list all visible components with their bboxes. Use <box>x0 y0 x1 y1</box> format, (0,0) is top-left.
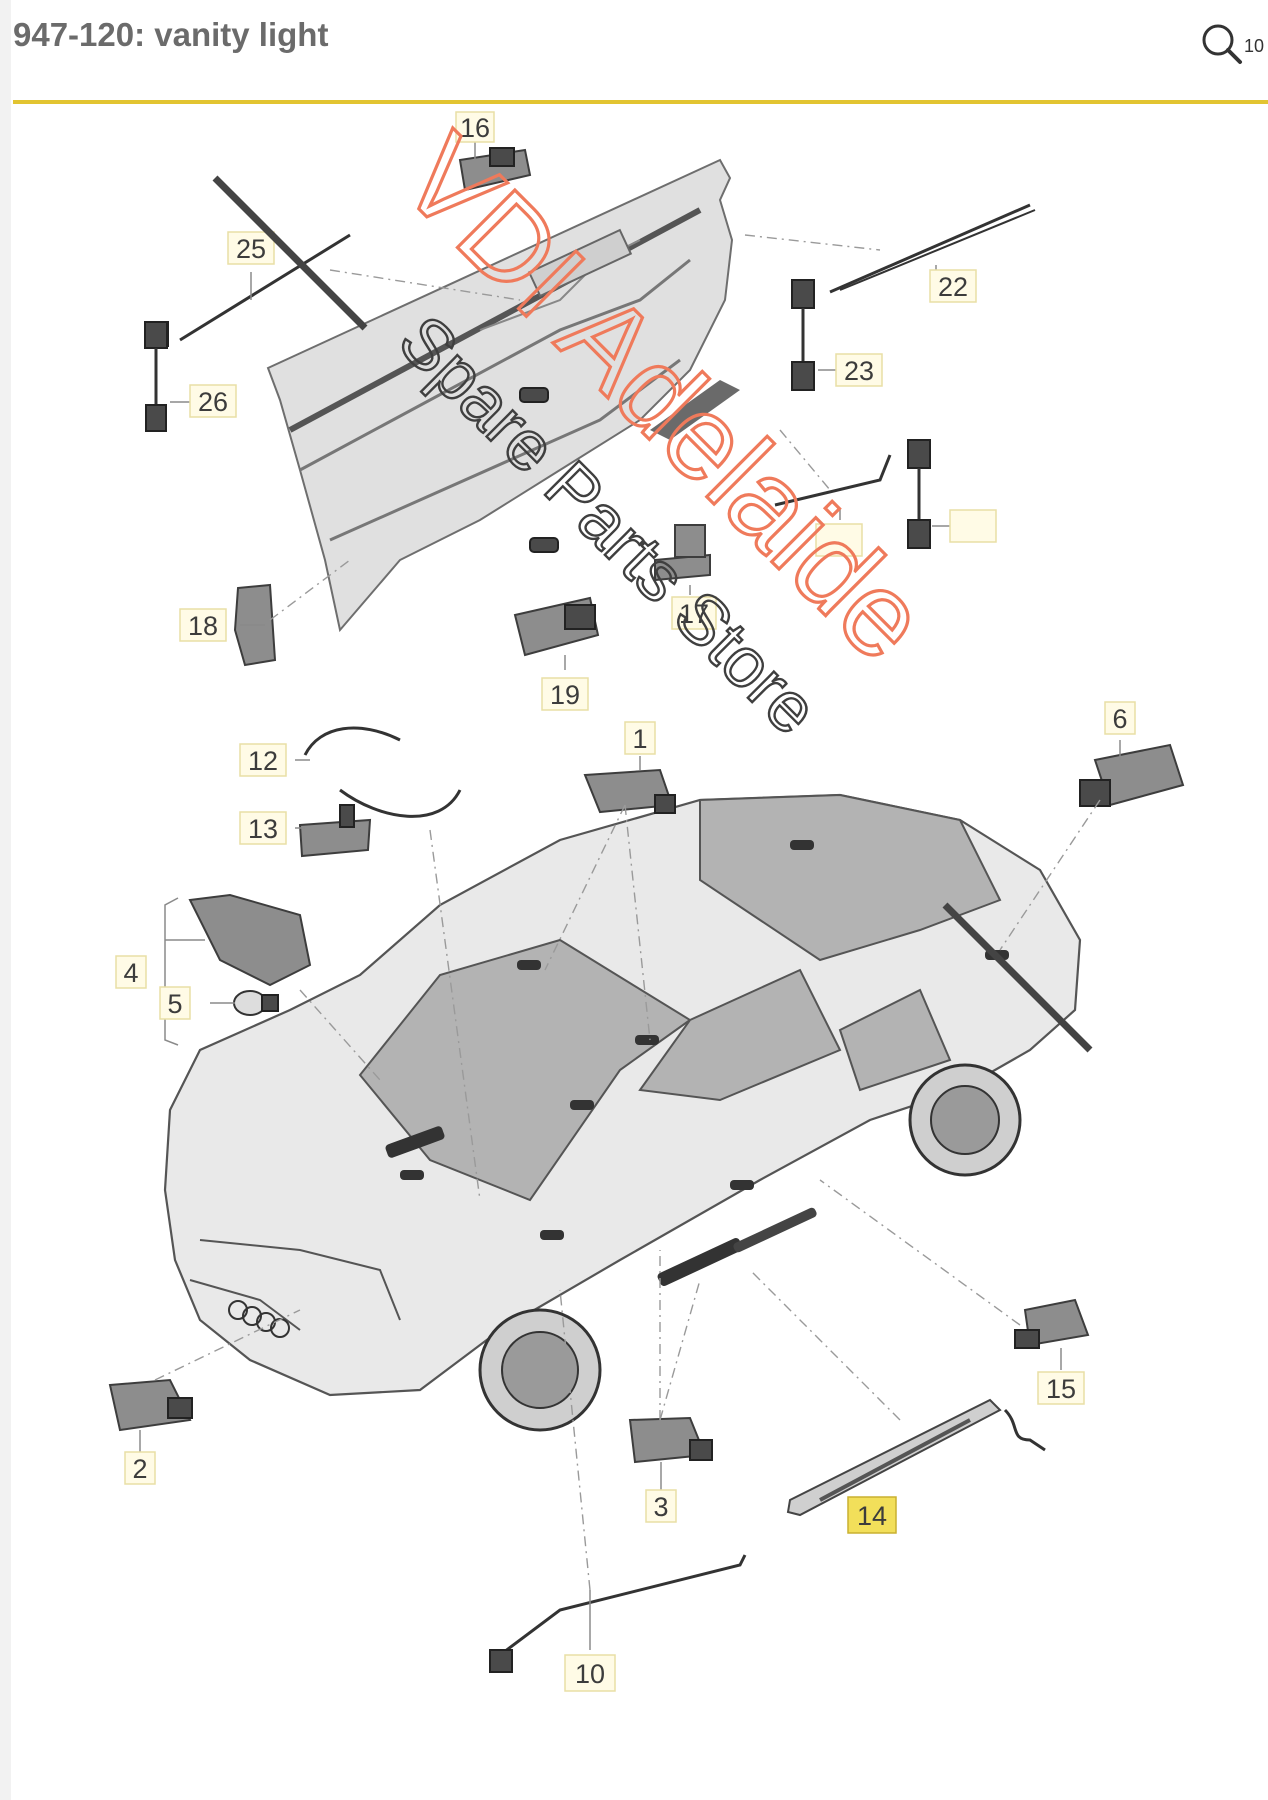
watermark-strike-top <box>212 175 368 331</box>
part-4-lamp-housing <box>188 893 312 987</box>
callout-12[interactable]: 12 <box>239 743 287 777</box>
callout-label: 17 <box>679 599 709 629</box>
callout-2[interactable]: 2 <box>124 1451 156 1485</box>
zoom-button[interactable]: 10 <box>1200 22 1264 74</box>
callout-17[interactable]: 17 <box>671 596 717 630</box>
leader-lines <box>139 140 1121 1650</box>
part-17-switch <box>654 524 711 582</box>
zoom-level: 10 <box>1244 36 1265 56</box>
callout-label: 18 <box>188 611 218 641</box>
callout-20[interactable]: 22 <box>929 269 977 303</box>
part-13-holder <box>298 804 372 858</box>
callout-16[interactable]: 16 <box>455 111 495 143</box>
page-header: 947-120: vanity light 10 <box>0 0 1268 104</box>
part-12-ring <box>303 726 462 818</box>
part-3-lamp <box>628 1416 713 1464</box>
callout-label: 6 <box>1112 704 1127 734</box>
callout-label: 23 <box>844 356 874 386</box>
callout-label: 5 <box>167 989 182 1019</box>
callout-label: 25 <box>236 234 266 264</box>
part-2-lamp <box>108 1378 193 1432</box>
part-6-lamp <box>1079 743 1185 807</box>
callout-15[interactable]: 15 <box>1037 1371 1085 1405</box>
callout-5[interactable]: 5 <box>159 986 191 1020</box>
callout-label: 19 <box>550 680 580 710</box>
part-21-wire <box>791 279 815 391</box>
callout-19[interactable]: 19 <box>541 677 589 711</box>
callout-label: 12 <box>248 746 278 776</box>
callout-label: 22 <box>938 272 968 302</box>
callout-label: 14 <box>857 1501 887 1531</box>
part-26-light-strip <box>774 454 892 507</box>
page-title: 947-120: vanity light <box>13 16 329 53</box>
callout-label: 15 <box>1046 1374 1076 1404</box>
callout-label: 3 <box>653 1492 668 1522</box>
callout-4[interactable]: 4 <box>115 955 147 989</box>
callout-label: 16 <box>460 113 490 143</box>
door-trim-panel <box>266 158 740 633</box>
callout-14[interactable]: 14 <box>847 1496 897 1534</box>
callout-1[interactable]: 1 <box>624 721 656 755</box>
callout-label: 2 <box>132 1454 147 1484</box>
callout-25[interactable] <box>949 509 997 543</box>
callout-label: 26 <box>198 387 228 417</box>
part-25-wire <box>907 439 931 549</box>
left-margin-strip <box>0 0 11 1800</box>
callout-22[interactable]: 25 <box>227 231 275 265</box>
callout-label: 1 <box>632 724 647 754</box>
header-rule <box>13 100 1268 104</box>
callout-13[interactable]: 13 <box>239 811 287 845</box>
callout-label: 13 <box>248 814 278 844</box>
watermark-strike-bottom <box>942 902 1093 1053</box>
callout-21[interactable]: 23 <box>835 353 883 387</box>
part-19-lamp <box>513 596 600 657</box>
car-body <box>163 793 1082 1432</box>
part-14-sill-strip <box>786 1398 1046 1517</box>
magnifier-icon <box>1202 24 1242 64</box>
callout-10[interactable]: 10 <box>564 1654 616 1692</box>
part-10-light-strip <box>489 1554 747 1673</box>
callout-label: 10 <box>575 1659 605 1689</box>
part-1-lamp <box>583 768 676 814</box>
callout-26[interactable] <box>815 523 863 557</box>
part-23-wire <box>144 321 168 432</box>
dashed-reference-lines <box>154 234 1101 1591</box>
part-16-switch <box>458 147 532 192</box>
part-15-lamp <box>1014 1298 1090 1349</box>
callout-label: 4 <box>123 958 138 988</box>
callout-18[interactable]: 18 <box>179 608 227 642</box>
callout-23[interactable]: 26 <box>189 384 237 418</box>
callout-6[interactable]: 6 <box>1104 701 1136 735</box>
part-20-light-strip <box>829 203 1036 294</box>
part-5-bulb <box>233 990 279 1016</box>
callout-3[interactable]: 3 <box>645 1489 677 1523</box>
